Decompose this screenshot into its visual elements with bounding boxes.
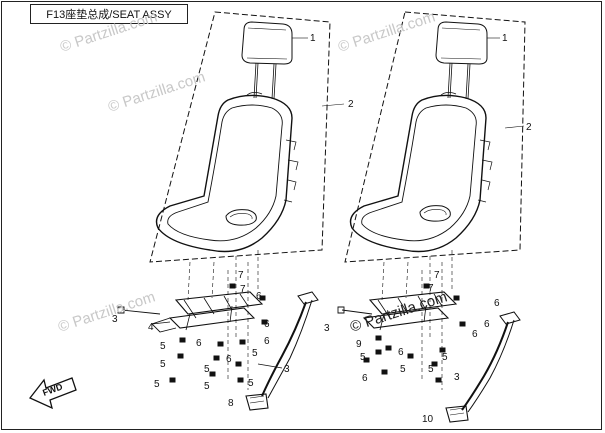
watermark-mid-left: © Partzilla.com: [106, 68, 207, 115]
callout-5-left-c: 5: [160, 359, 166, 370]
callout-9-right: 9: [356, 339, 362, 350]
callout-5-left-g: 5: [248, 378, 254, 389]
right-seat-group-outline: [344, 11, 526, 263]
callout-5-left-b: 5: [252, 348, 258, 359]
left-seat-cutout: [225, 209, 257, 226]
callout-3-right-b: 3: [454, 372, 460, 383]
left-seat-shell: [155, 94, 293, 253]
callout-5-left-a: 5: [160, 341, 166, 352]
right-fasteners: [363, 283, 466, 383]
callout-3-left-a: 3: [112, 314, 118, 325]
callout-7-left-b: 7: [240, 284, 246, 295]
right-headrest-posts: [447, 62, 471, 100]
callout-5-left-e: 5: [154, 379, 160, 390]
callout-3-left-b: 3: [284, 364, 290, 375]
callout-5-right-c: 5: [428, 364, 434, 375]
left-seat-belt: [245, 291, 319, 411]
callout-6-right-b: 6: [484, 319, 490, 330]
callout-6-left-d: 6: [196, 338, 202, 349]
callout-6-right-a: 6: [494, 298, 500, 309]
right-seat-cutout: [419, 205, 451, 222]
callout-4-left: 4: [148, 322, 154, 333]
callout-1-left: 1: [310, 33, 316, 44]
right-seat-assembly: [337, 11, 526, 423]
left-callouts: 1 2 7 7 6 6 6 3 4 5 6 5 5 6 5 3 5 5 5 8: [112, 33, 354, 409]
callout-5-right-a: 5: [360, 352, 366, 363]
callout-5-left-d: 5: [204, 364, 210, 375]
right-seat-shell: [349, 94, 487, 253]
callout-6-left-a: 6: [256, 291, 262, 302]
watermarks: © Partzilla.com © Partzilla.com © Partzi…: [56, 8, 449, 335]
callout-6-left-e: 6: [226, 354, 232, 365]
left-bolt-4: [151, 321, 171, 325]
right-callouts: 1 2 7 7 6 3 6 9 6 6 5 5 5 5 6 3 10: [324, 33, 532, 425]
left-fasteners: [169, 283, 268, 383]
callout-6-left-b: 6: [264, 319, 270, 330]
left-seat-group-outline: [149, 11, 331, 263]
callout-6-right-e: 6: [362, 373, 368, 384]
callout-5-right-d: 5: [400, 364, 406, 375]
left-seat-rail: [151, 291, 264, 333]
left-bolt-3: [117, 306, 161, 315]
left-seat-assembly: [117, 11, 345, 411]
callout-7-right-a: 7: [434, 270, 440, 281]
right-bolt-9: [337, 306, 373, 315]
right-headrest: [435, 21, 488, 65]
callout-7-left-a: 7: [238, 270, 244, 281]
left-headrest-posts: [253, 62, 277, 100]
left-headrest: [241, 21, 293, 65]
right-seat-rail: [362, 291, 458, 331]
callout-6-right-d: 6: [398, 347, 404, 358]
callout-5-right-b: 5: [442, 352, 448, 363]
callout-1-right: 1: [502, 33, 508, 44]
fwd-arrow-icon: [28, 377, 77, 410]
callout-6-right-c: 6: [472, 329, 478, 340]
callout-8-left: 8: [228, 398, 234, 409]
watermark-top-right: © Partzilla.com: [336, 8, 437, 55]
callout-7-right-b: 7: [428, 283, 434, 294]
watermark-bottom-right: © Partzilla.com: [348, 288, 449, 335]
callout-2-left: 2: [348, 99, 354, 110]
callout-2-right: 2: [526, 122, 532, 133]
right-seat-belt: [445, 311, 521, 423]
callout-3-right: 3: [324, 323, 330, 334]
diagram-title: F13座垫总成/SEAT ASSY: [30, 4, 188, 24]
callout-6-left-c: 6: [264, 336, 270, 347]
callout-10-right: 10: [422, 414, 434, 425]
watermark-top-left: © Partzilla.com: [58, 8, 159, 55]
callout-5-left-f: 5: [204, 381, 210, 392]
